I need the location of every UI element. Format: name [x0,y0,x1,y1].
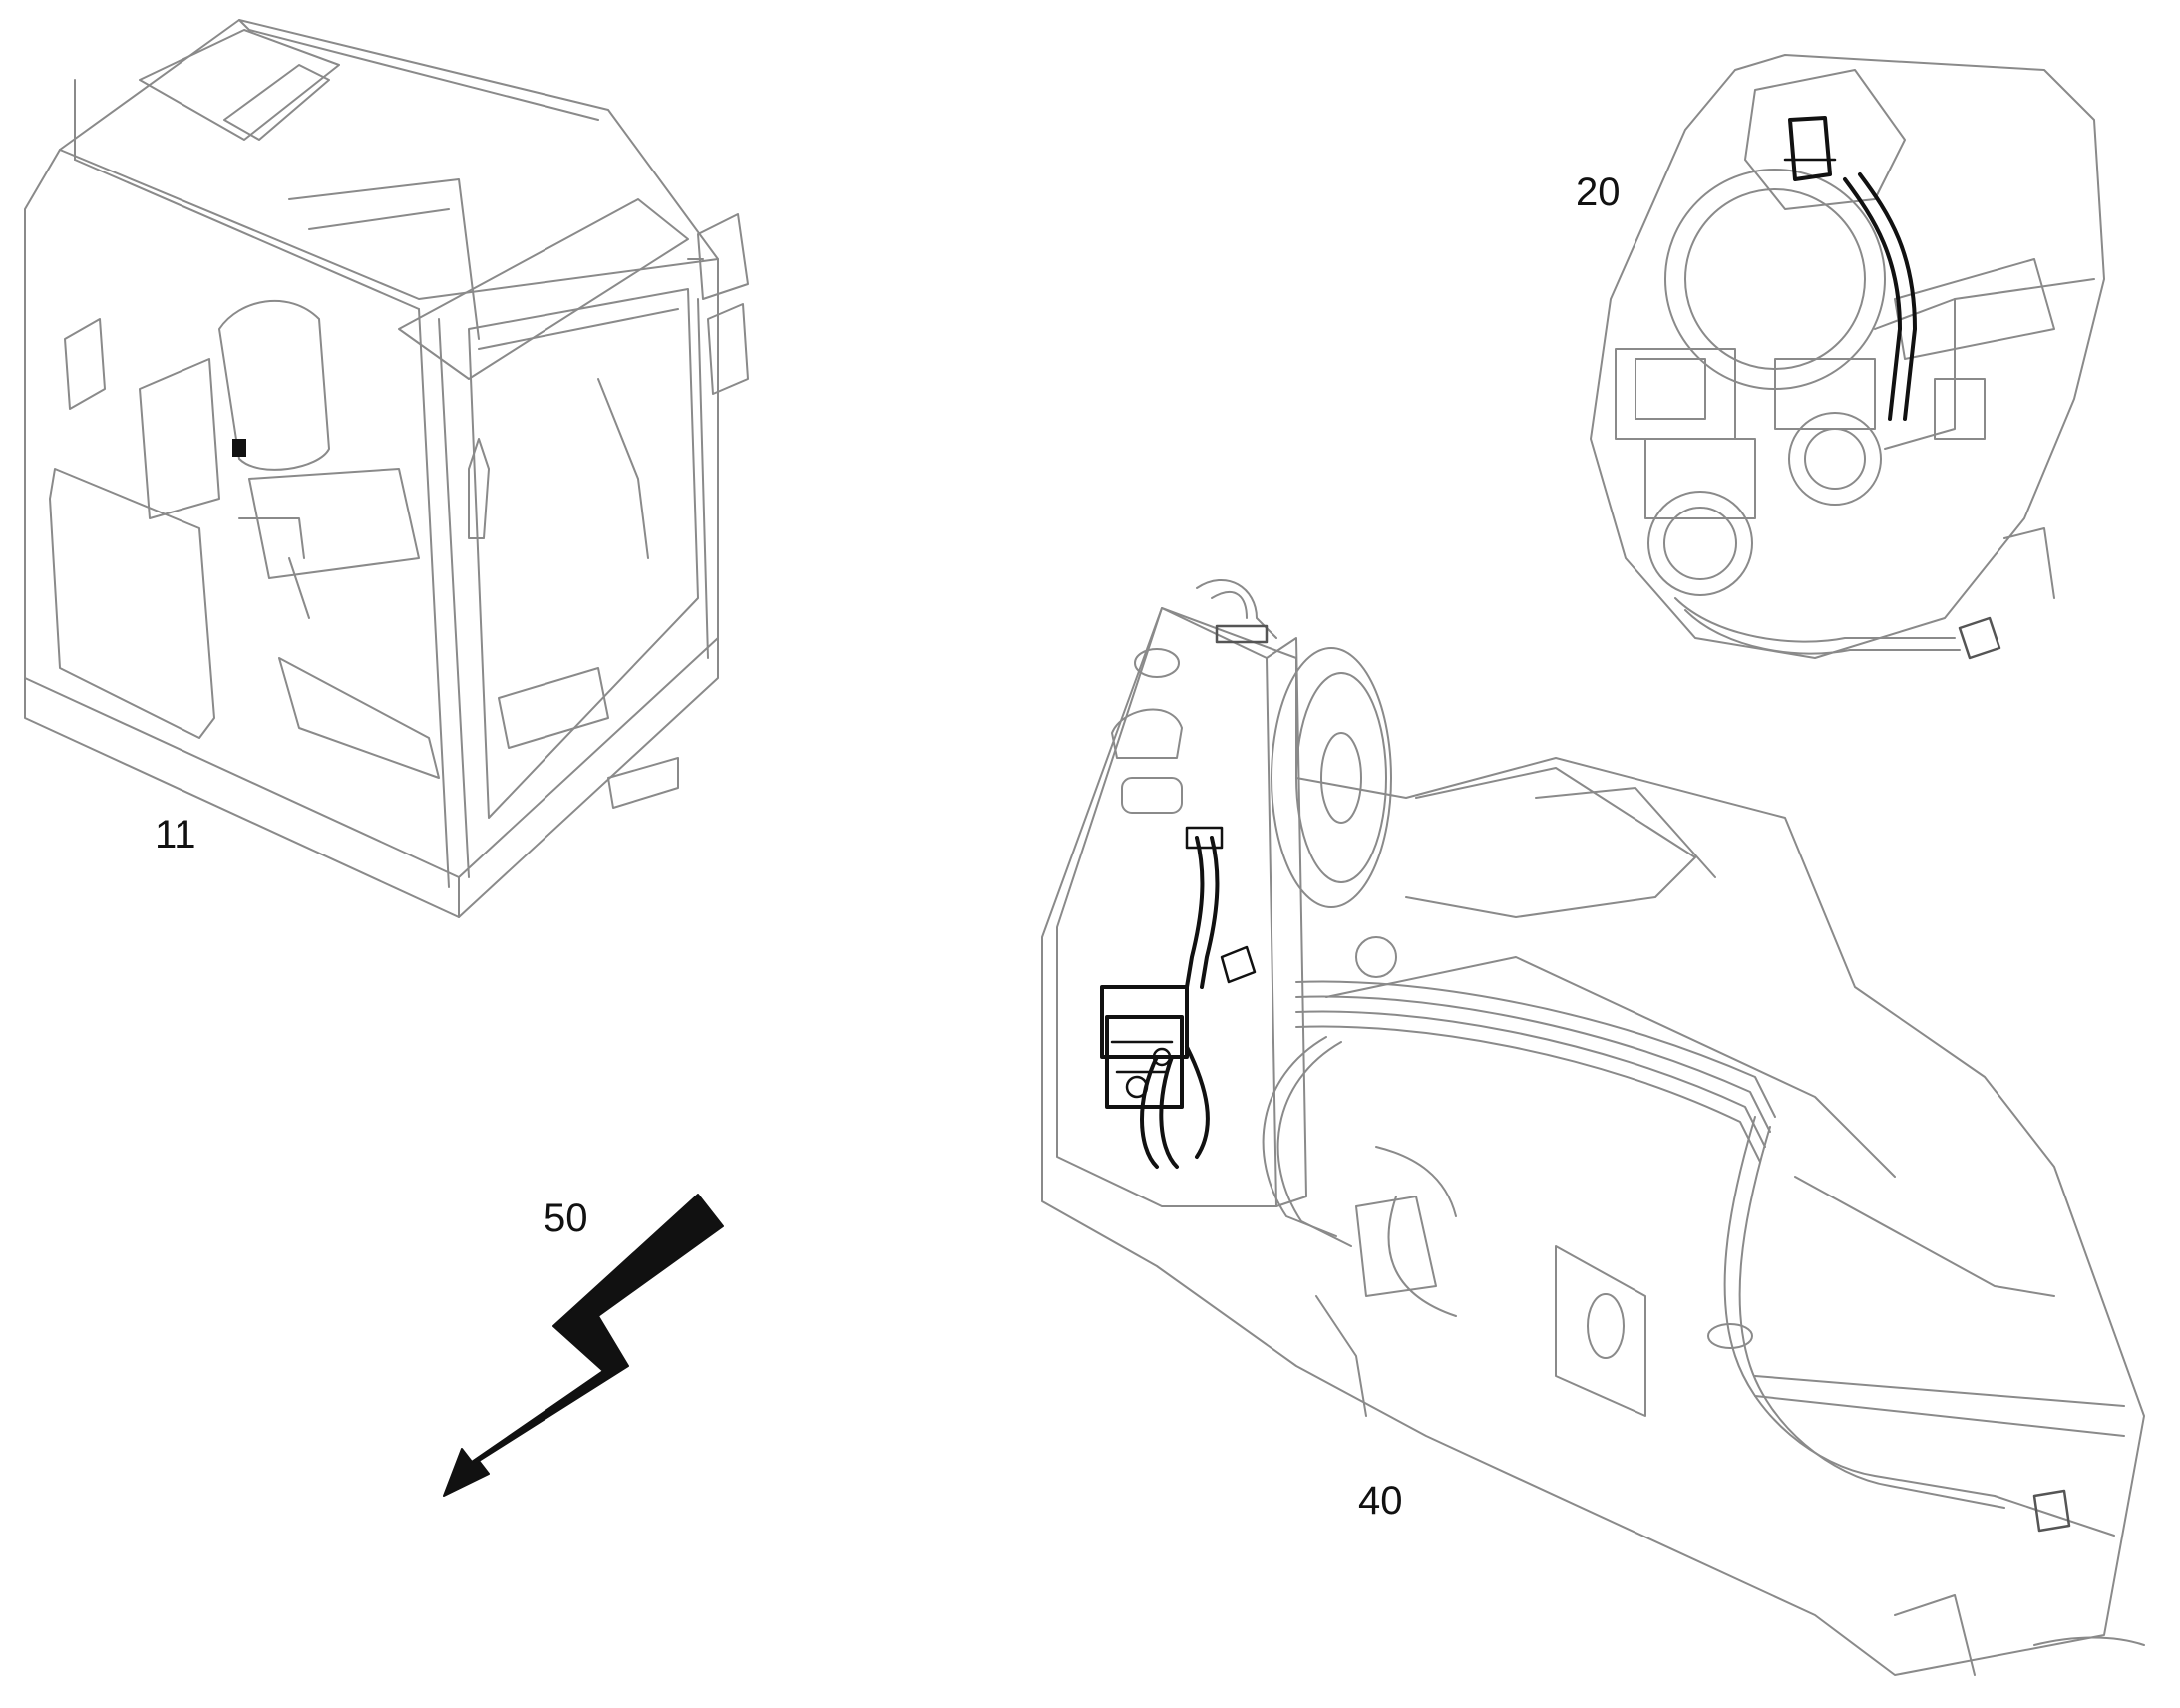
arrow-icon [443,1194,724,1497]
callout-arrow: 50 [544,1196,588,1240]
callout-frame-hoses: 40 [1358,1479,1403,1523]
callout-pump-detail: 20 [1576,171,1621,214]
callout-cab: 11 [155,813,196,856]
